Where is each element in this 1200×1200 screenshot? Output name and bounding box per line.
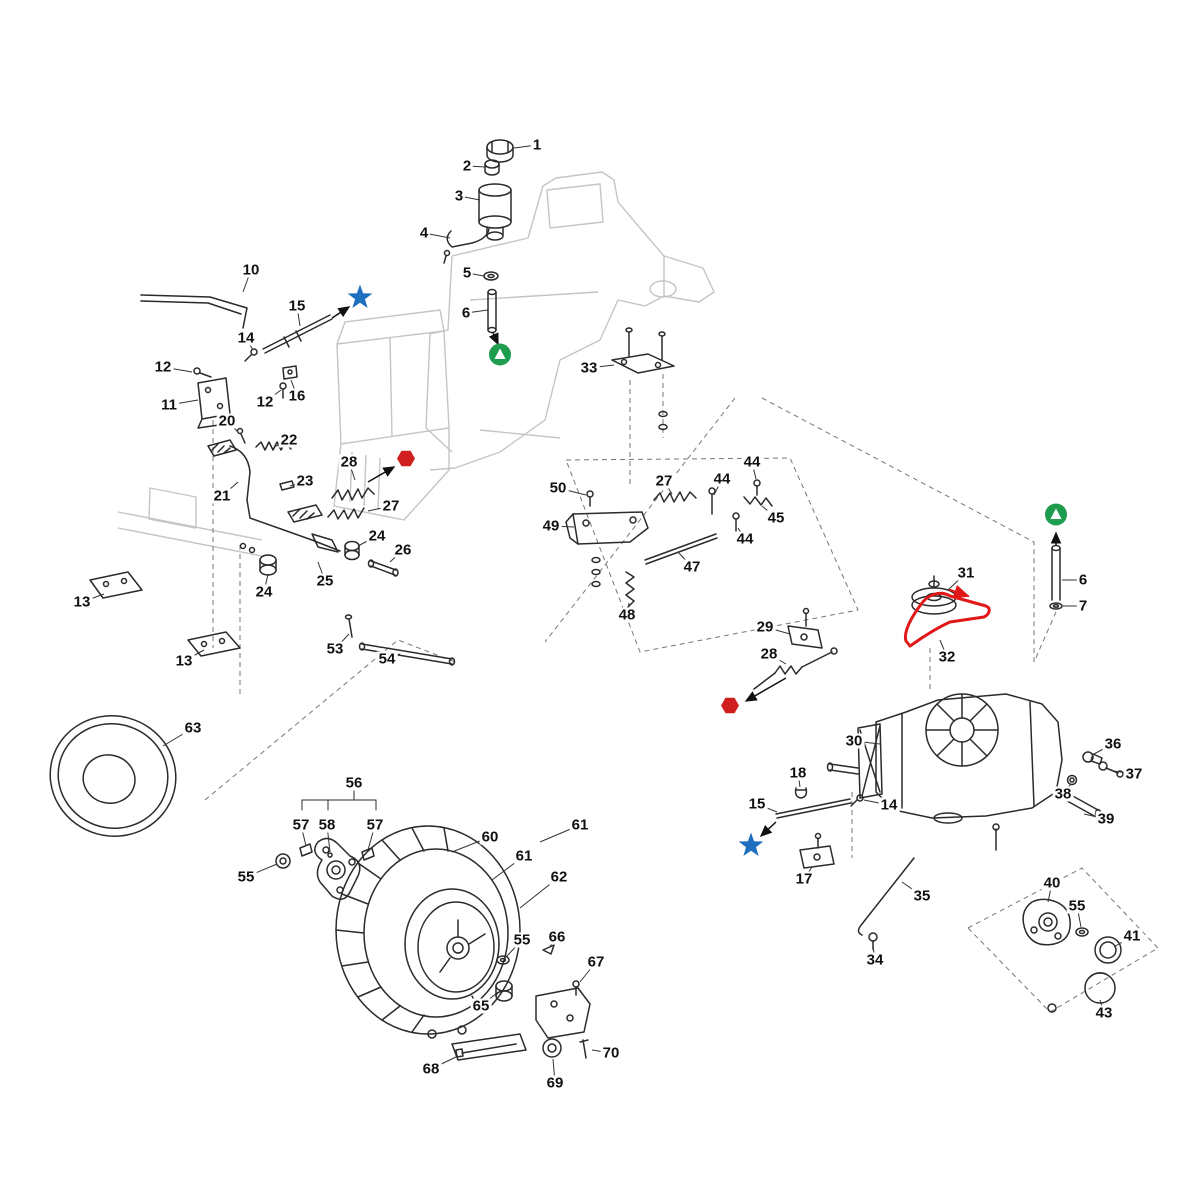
part-number-label: 54 <box>376 650 398 668</box>
hexagon-marker-icon <box>393 446 419 477</box>
part-number-label: 67 <box>585 953 607 971</box>
triangle-circle-marker-icon <box>1041 500 1071 535</box>
part-number-label: 30 <box>843 732 865 750</box>
part-number-label: 27 <box>653 472 675 490</box>
part-number-label: 55 <box>1066 897 1088 915</box>
part-number-label: 31 <box>955 564 977 582</box>
part-number-label: 66 <box>546 928 568 946</box>
part-number-label: 18 <box>787 764 809 782</box>
star-marker-icon <box>736 831 766 866</box>
part-number-label: 61 <box>513 847 535 865</box>
part-number-label: 14 <box>878 796 900 814</box>
part-number-label: 63 <box>182 719 204 737</box>
part-number-label: 55 <box>511 931 533 949</box>
part-number-label: 7 <box>1076 597 1090 615</box>
part-number-label: 6 <box>1076 571 1090 589</box>
leader-lines <box>81 144 1135 1084</box>
part-number-label: 16 <box>286 387 308 405</box>
part-number-label: 70 <box>600 1044 622 1062</box>
part-number-label: 44 <box>711 470 733 488</box>
part-number-label: 14 <box>235 329 257 347</box>
part-number-label: 68 <box>420 1060 442 1078</box>
part-number-label: 45 <box>765 509 787 527</box>
part-number-label: 24 <box>253 583 275 601</box>
pointer-arrows <box>331 306 1062 838</box>
part-number-label: 69 <box>544 1074 566 1092</box>
part-number-label: 61 <box>569 816 591 834</box>
part-number-label: 44 <box>741 453 763 471</box>
chassis-frame <box>117 171 715 557</box>
part-number-label: 57 <box>290 816 312 834</box>
part-number-label: 36 <box>1102 735 1124 753</box>
part-number-label: 15 <box>286 297 308 315</box>
part-number-label: 21 <box>211 487 233 505</box>
part-number-label: 13 <box>71 593 93 611</box>
part-number-label: 47 <box>681 558 703 576</box>
triangle-circle-marker-icon <box>485 340 515 375</box>
part-number-label: 50 <box>547 479 569 497</box>
part-number-label: 40 <box>1041 874 1063 892</box>
part-number-label: 58 <box>316 816 338 834</box>
part-number-label: 5 <box>460 264 474 282</box>
part-number-label: 25 <box>314 572 336 590</box>
part-number-label: 38 <box>1052 785 1074 803</box>
part-number-label: 2 <box>460 157 474 175</box>
part-number-label: 27 <box>380 497 402 515</box>
part-number-label: 35 <box>911 887 933 905</box>
part-number-label: 13 <box>173 652 195 670</box>
part-number-label: 55 <box>235 868 257 886</box>
part-number-label: 20 <box>216 412 238 430</box>
part-number-label: 34 <box>864 951 886 969</box>
part-number-label: 1 <box>530 136 544 154</box>
part-number-label: 23 <box>294 472 316 490</box>
part-number-label: 28 <box>338 453 360 471</box>
parts-linework <box>49 139 1124 1061</box>
part-number-label: 39 <box>1095 810 1117 828</box>
part-number-label: 53 <box>324 640 346 658</box>
part-number-label: 4 <box>417 224 431 242</box>
part-number-label: 33 <box>578 359 600 377</box>
part-number-label: 43 <box>1093 1004 1115 1022</box>
part-number-label: 12 <box>152 358 174 376</box>
part-number-label: 60 <box>479 828 501 846</box>
part-number-label: 48 <box>616 606 638 624</box>
part-number-label: 57 <box>364 816 386 834</box>
hexagon-marker-icon <box>717 693 743 724</box>
part-number-label: 49 <box>540 517 562 535</box>
part-number-label: 12 <box>254 393 276 411</box>
belt-highlight <box>903 584 991 648</box>
part-number-label: 17 <box>793 870 815 888</box>
part-number-label: 56 <box>343 774 365 792</box>
part-number-label: 15 <box>746 795 768 813</box>
part-number-label: 62 <box>548 868 570 886</box>
star-marker-icon <box>345 283 375 318</box>
part-number-label: 24 <box>366 527 388 545</box>
part-number-label: 10 <box>240 261 262 279</box>
part-number-label: 65 <box>470 997 492 1015</box>
part-number-label: 41 <box>1121 927 1143 945</box>
part-number-label: 28 <box>758 645 780 663</box>
part-number-label: 3 <box>452 187 466 205</box>
part-number-label: 29 <box>754 618 776 636</box>
part-number-label: 22 <box>278 431 300 449</box>
part-number-label: 26 <box>392 541 414 559</box>
part-number-label: 6 <box>459 304 473 322</box>
part-number-label: 44 <box>734 530 756 548</box>
part-number-label: 37 <box>1123 765 1145 783</box>
part-number-label: 11 <box>159 396 179 414</box>
part-number-label: 32 <box>936 648 958 666</box>
